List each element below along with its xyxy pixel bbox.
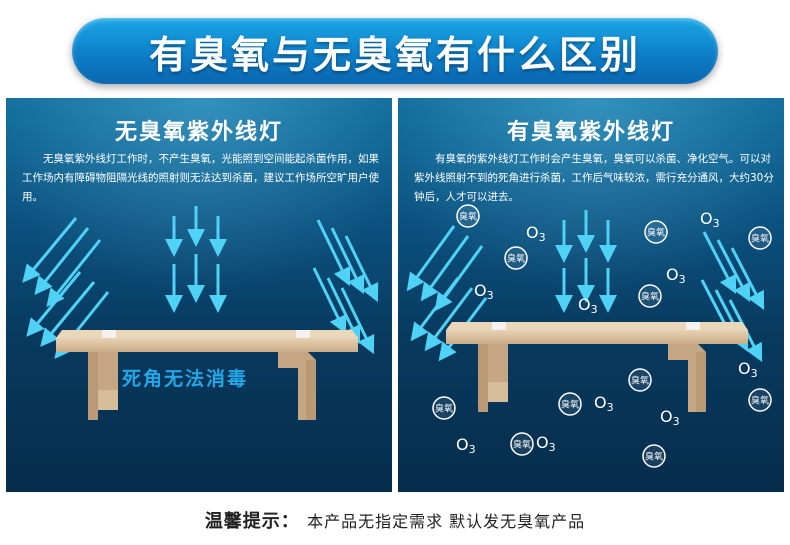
ozone-bubble-icon: 臭氧	[504, 246, 528, 270]
ozone-bubble-icon: 臭氧	[456, 204, 480, 228]
ozone-bubble-icon: 臭氧	[510, 432, 534, 456]
svg-text:臭氧: 臭氧	[513, 439, 531, 451]
ozone-o3-label: O3	[456, 435, 476, 456]
panel-description-no-ozone: 无臭氧紫外线灯工作时，不产生臭氧，光能照到空间能起杀菌作用，如果工作场内有障碍物…	[22, 153, 379, 203]
page-title: 有臭氧与无臭氧有什么区别	[148, 32, 641, 77]
uv-illustration-no-ozone	[22, 206, 379, 420]
svg-text:臭氧: 臭氧	[435, 403, 453, 415]
svg-text:臭氧: 臭氧	[751, 233, 769, 245]
ozone-bubble-icon: 臭氧	[432, 396, 456, 420]
ozone-o3-label: O3	[738, 359, 758, 380]
ozone-o3-label: O3	[474, 281, 494, 302]
panel-description-with-ozone: 有臭氧的紫外线灯工作时会产生臭氧，臭氧可以杀菌、净化空气。可以对紫外线照射不到的…	[414, 153, 774, 203]
ozone-bubble-icon: 臭氧	[642, 444, 666, 468]
title-banner: 有臭氧与无臭氧有什么区别	[72, 18, 718, 84]
panel-no-ozone: 无臭氧紫外线灯 无臭氧紫外线灯工作时，不产生臭氧，光能照到空间能起杀菌作用，如果…	[6, 98, 392, 492]
svg-text:臭氧: 臭氧	[507, 253, 525, 265]
ozone-o3-label: O3	[700, 209, 720, 230]
ozone-o3-label: O3	[578, 295, 598, 316]
ozone-bubble-icon: 臭氧	[628, 368, 652, 392]
ozone-o3-label: O3	[666, 265, 686, 286]
table-illustration	[446, 322, 748, 412]
tip-line: 温馨提示： 本产品无指定需求 默认发无臭氧产品	[0, 507, 790, 533]
tip-label: 温馨提示：	[204, 511, 300, 532]
panel-with-ozone: 有臭氧紫外线灯 有臭氧的紫外线灯工作时会产生臭氧，臭氧可以杀菌、净化空气。可以对…	[398, 98, 784, 492]
svg-text:臭氧: 臭氧	[751, 395, 769, 407]
panel-title-with-ozone: 有臭氧紫外线灯	[506, 120, 675, 145]
ozone-o3-label: O3	[536, 433, 556, 454]
svg-text:臭氧: 臭氧	[645, 451, 663, 463]
svg-text:臭氧: 臭氧	[561, 399, 579, 411]
ozone-o3-label: O3	[594, 393, 614, 414]
ozone-bubble-icon: 臭氧	[748, 388, 772, 412]
tip-text: 本产品无指定需求 默认发无臭氧产品	[307, 512, 586, 531]
ozone-o3-label: O3	[526, 223, 546, 244]
ozone-bubble-icon: 臭氧	[748, 226, 772, 250]
svg-text:臭氧: 臭氧	[647, 227, 665, 239]
ozone-bubble-icon: 臭氧	[558, 392, 582, 416]
table-illustration	[56, 330, 358, 420]
svg-text:臭氧: 臭氧	[631, 375, 649, 387]
svg-text:臭氧: 臭氧	[459, 211, 477, 223]
panel-title-no-ozone: 无臭氧紫外线灯	[114, 120, 283, 145]
ozone-bubble-icon: 臭氧	[644, 220, 668, 244]
svg-text:臭氧: 臭氧	[641, 291, 659, 303]
ozone-o3-label: O3	[660, 407, 680, 428]
ozone-bubble-icon: 臭氧	[638, 284, 662, 308]
dead-angle-text: 死角无法消毒	[122, 368, 249, 390]
